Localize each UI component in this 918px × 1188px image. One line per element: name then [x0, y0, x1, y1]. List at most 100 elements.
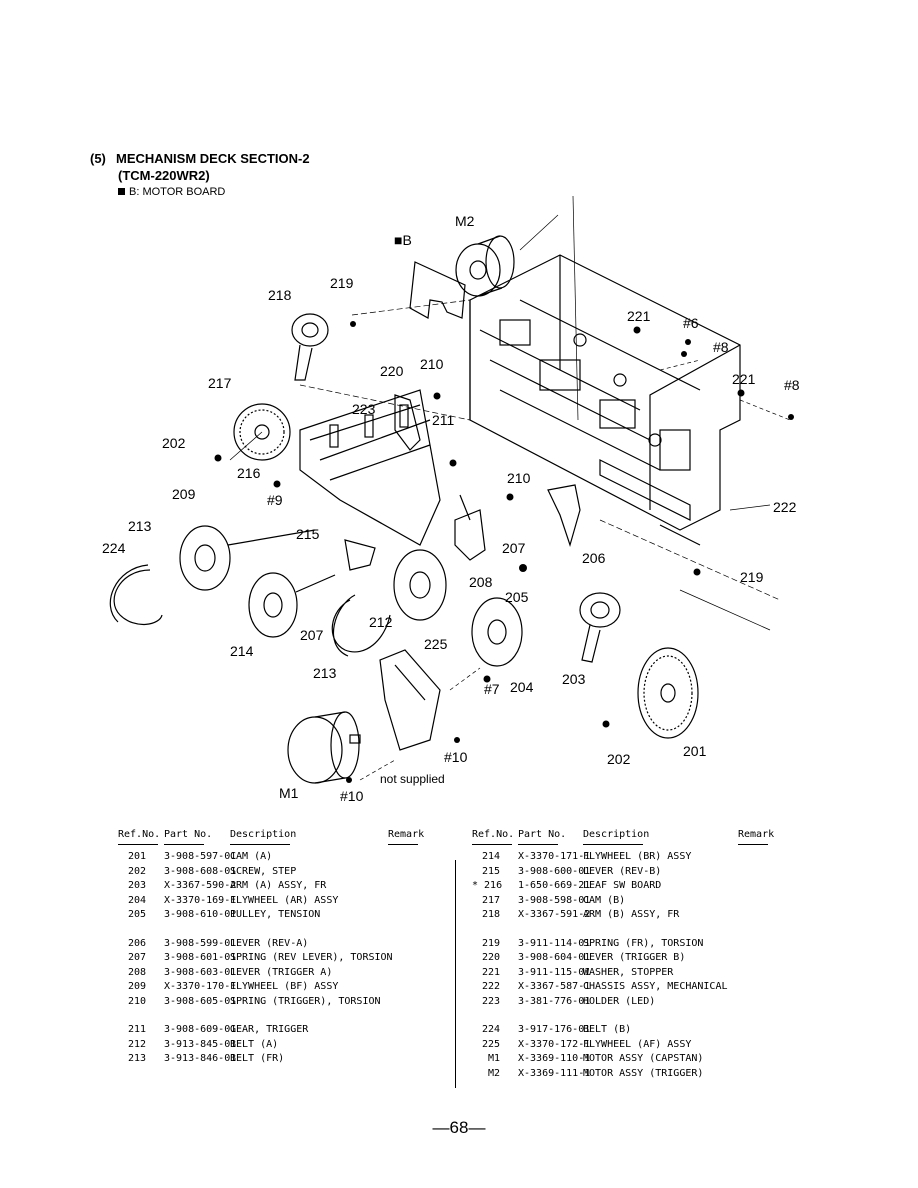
description-cell: LEAF SW BOARD: [583, 880, 662, 891]
description-cell: CHASSIS ASSY, MECHANICAL: [583, 981, 728, 992]
callout-225: 225: [424, 636, 448, 652]
group-spacer: [470, 1009, 780, 1023]
ref-cell: 223: [481, 995, 500, 1007]
part-no-cell: X-3367-590-2: [164, 880, 237, 891]
motor-m1-drawing: [287, 711, 361, 784]
ref-cell: 225: [481, 1038, 500, 1050]
ref-cell: 201: [127, 851, 146, 862]
ref-cell: 210: [127, 995, 146, 1007]
chassis-drawing: [469, 254, 741, 546]
remark-header: Remark: [738, 829, 775, 840]
description-cell: FLYWHEEL (AF) ASSY: [583, 1038, 692, 1050]
part-no-cell: 3-911-115-01: [518, 966, 591, 978]
ref-cell: 212: [127, 1038, 146, 1050]
part-no-cell: X-3367-587-1: [518, 981, 591, 992]
callout-screw-10b: #10: [340, 788, 364, 804]
part-no-cell: 3-908-604-01: [518, 952, 591, 963]
ref-header: Ref.No.: [118, 829, 161, 840]
ref-cell: 218: [481, 909, 500, 920]
ref-cell: M1: [487, 1053, 500, 1064]
callout-screw-10a: #10: [444, 749, 468, 765]
description-cell: LEVER (REV-B): [583, 865, 662, 877]
page-number: —68—: [432, 1118, 486, 1137]
description-cell: CAM (A): [230, 851, 273, 862]
ref-cell: 205: [127, 909, 146, 920]
part-no-cell: X-3367-591-2: [518, 909, 591, 920]
callout-213a: 213: [128, 518, 152, 534]
callout-210b: 210: [507, 470, 531, 486]
ref-cell: 215: [481, 865, 500, 877]
flywheel-214-drawing: [248, 572, 336, 638]
description-cell: FLYWHEEL (AR) ASSY: [230, 894, 339, 906]
part-no-cell: 3-908-609-01: [164, 1024, 237, 1035]
description-cell: WASHER, STOPPER: [583, 966, 674, 978]
callout-screw-6: #6: [683, 315, 699, 331]
callout-221a: 221: [627, 308, 651, 324]
belt-224-drawing: [109, 564, 163, 625]
description-header: Description: [230, 829, 297, 840]
arm-a-drawing: [579, 592, 621, 663]
leaf-switch-board-drawing: [299, 389, 441, 546]
callout-220: 220: [380, 363, 404, 379]
flywheel-225-drawing: [393, 549, 447, 621]
callout-218: 218: [268, 287, 292, 303]
part-no-cell: 3-911-114-01: [518, 937, 591, 949]
callout-m1: M1: [279, 785, 299, 801]
section-title: MECHANISM DECK SECTION-2: [116, 151, 310, 166]
callout-screw-8b: #8: [784, 377, 800, 393]
callout-m2: M2: [455, 213, 475, 229]
ref-cell: 203: [127, 880, 146, 891]
description-cell: LEVER (TRIGGER A): [230, 966, 333, 978]
callout-213b: 213: [313, 665, 337, 681]
description-cell: MOTOR ASSY (CAPSTAN): [583, 1053, 704, 1064]
callout-203: 203: [562, 671, 586, 687]
ref-cell: 213: [127, 1053, 146, 1064]
callout-208: 208: [469, 574, 493, 590]
not-supplied-note: not supplied: [380, 772, 445, 786]
callout-216: 216: [237, 465, 261, 481]
model-number: (TCM-220WR2): [118, 168, 210, 183]
description-cell: HOLDER (LED): [583, 995, 656, 1007]
callout-222: 222: [773, 499, 797, 515]
callout-204: 204: [510, 679, 534, 695]
flywheel-209-drawing: [179, 525, 316, 591]
callout-202a: 202: [162, 435, 186, 451]
section-heading: (5)MECHANISM DECK SECTION-2 (TCM-220WR2)…: [90, 150, 310, 201]
arm-b-drawing: [291, 313, 329, 381]
ref-cell: 208: [127, 966, 146, 978]
part-no-cell: 3-908-603-01: [164, 966, 237, 978]
motor-m2-drawing: [455, 235, 515, 297]
callout-217: 217: [208, 375, 232, 391]
description-cell: FLYWHEEL (BF) ASSY: [230, 981, 339, 992]
description-cell: GEAR, TRIGGER: [230, 1024, 309, 1035]
part-no-cell: 3-917-176-01: [518, 1024, 591, 1035]
ref-cell: 202: [127, 865, 146, 877]
callout-207a: 207: [502, 540, 526, 556]
ref-cell: 209: [127, 981, 146, 992]
group-spacer: [118, 923, 428, 937]
callout-209: 209: [172, 486, 196, 502]
table-header: Ref.No. Part No. Description Remark: [118, 828, 428, 850]
lever-220-drawing: [394, 394, 421, 451]
callout-214: 214: [230, 643, 254, 659]
callout-224: 224: [102, 540, 126, 556]
group-spacer: [470, 923, 780, 937]
